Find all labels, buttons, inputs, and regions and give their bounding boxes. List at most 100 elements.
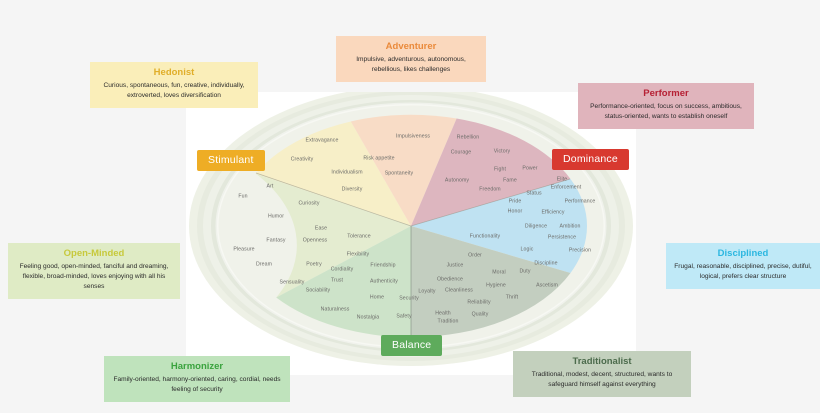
value-word: Extravagance <box>305 137 339 144</box>
value-word: Pride <box>508 198 522 205</box>
value-word: Honor <box>507 208 523 215</box>
value-word: Home <box>369 294 385 301</box>
value-word: Courage <box>450 149 472 156</box>
value-word: Quality <box>471 311 489 318</box>
value-word: Obedience <box>437 276 463 283</box>
value-word: Sociability <box>305 287 331 294</box>
sector-traditionalist <box>411 226 571 338</box>
card-open-minded-desc: Feeling good, open-minded, fanciful and … <box>19 262 169 290</box>
value-word: Duty <box>519 268 531 275</box>
card-adventurer-desc: Impulsive, adventurous, autonomous, rebe… <box>356 55 466 73</box>
value-word: Fame <box>503 177 517 184</box>
value-word: Functionality <box>469 233 501 240</box>
value-word: Risk appetite <box>363 155 395 162</box>
value-word: Spontaneity <box>384 170 414 177</box>
sector-performer <box>411 118 571 226</box>
card-hedonist-desc: Curious, spontaneous, fun, creative, ind… <box>103 81 245 99</box>
value-word: Security <box>399 295 419 302</box>
card-performer-title: Performer <box>643 88 689 99</box>
value-word: Diversity <box>341 186 363 193</box>
card-traditionalist-title: Traditionalist <box>572 356 632 367</box>
value-word: Authenticity <box>369 278 399 285</box>
card-performer-desc: Performance-oriented, focus on success, … <box>590 102 742 120</box>
card-harmonizer-desc: Family-oriented, harmony-oriented, carin… <box>113 375 281 393</box>
value-word: Performance <box>564 198 596 205</box>
value-word: Flexibility <box>346 251 370 258</box>
value-word: Impulsiveness <box>395 133 431 140</box>
value-word: Sensuality <box>279 279 305 286</box>
value-word: Creativity <box>290 156 314 163</box>
card-open-minded[interactable]: Open-Minded Feeling good, open-minded, f… <box>8 243 180 299</box>
value-word: Loyalty <box>418 288 436 295</box>
card-harmonizer-title: Harmonizer <box>170 361 224 372</box>
card-disciplined-desc: Frugal, reasonable, disciplined, precise… <box>674 262 812 280</box>
value-word: Poetry <box>306 261 322 268</box>
value-word: Status <box>526 190 542 197</box>
value-word: Justice <box>446 262 464 269</box>
value-word: Nostalgia <box>356 314 380 321</box>
wheel-label-stimulant[interactable]: Stimulant <box>197 150 265 171</box>
value-wheel <box>186 92 636 375</box>
card-adventurer-title: Adventurer <box>385 41 437 52</box>
card-open-minded-title: Open-Minded <box>63 248 125 259</box>
value-word: Moral <box>492 269 506 276</box>
value-word: Ascetism <box>536 282 558 289</box>
value-word: Pleasure <box>233 246 255 253</box>
value-word: Cordiality <box>330 266 354 273</box>
value-word: Rebellion <box>456 134 480 141</box>
value-word: Autonomy <box>444 177 470 184</box>
value-word: Elite <box>556 176 568 183</box>
card-disciplined[interactable]: Disciplined Frugal, reasonable, discipli… <box>666 243 820 289</box>
value-word: Ambition <box>559 223 581 230</box>
value-word: Freedom <box>479 186 501 193</box>
value-word: Ease <box>314 225 328 232</box>
value-word: Dream <box>255 261 273 268</box>
value-word: Trust <box>330 277 344 284</box>
value-word: Safety <box>396 313 412 320</box>
value-word: Logic <box>520 246 534 253</box>
value-wheel-svg <box>189 92 633 366</box>
wheel-label-dominance[interactable]: Dominance <box>552 149 629 170</box>
card-performer[interactable]: Performer Performance-oriented, focus on… <box>578 83 754 129</box>
value-word: Cleanliness <box>445 287 473 294</box>
wheel-sectors <box>255 114 587 338</box>
card-traditionalist-desc: Traditional, modest, decent, structured,… <box>531 370 673 388</box>
value-word: Diligence <box>524 223 548 230</box>
value-word: Victory <box>493 148 511 155</box>
value-word: Thrift <box>505 294 519 301</box>
card-traditionalist[interactable]: Traditionalist Traditional, modest, dece… <box>513 351 691 397</box>
value-word: Hygiene <box>486 282 506 289</box>
value-word: Efficiency <box>541 209 565 216</box>
value-word: Order <box>468 252 482 259</box>
value-word: Enforcement <box>550 184 582 191</box>
value-word: Individualism <box>331 169 363 176</box>
sector-hedonist <box>255 121 411 226</box>
value-word: Precision <box>568 247 592 254</box>
value-word: Discipline <box>534 260 558 267</box>
value-word: Persistence <box>547 234 577 241</box>
value-word: Fight <box>493 166 507 173</box>
card-disciplined-title: Disciplined <box>717 248 769 259</box>
sector-open-minded <box>255 173 411 298</box>
value-word: Friendship <box>370 262 396 269</box>
value-word: Humor <box>267 213 285 220</box>
value-word: Tolerance <box>347 233 371 240</box>
value-word: Fun <box>238 193 248 200</box>
value-word: Tradition <box>437 318 459 325</box>
value-word: Health <box>435 310 451 317</box>
value-word: Power <box>522 165 538 172</box>
value-word: Reliability <box>467 299 491 306</box>
value-word: Openness <box>302 237 328 244</box>
card-adventurer[interactable]: Adventurer Impulsive, adventurous, auton… <box>336 36 486 82</box>
wheel-label-balance[interactable]: Balance <box>381 335 443 356</box>
sector-adventurer <box>350 114 457 226</box>
wheel-divider-lines <box>255 172 571 227</box>
sector-disciplined <box>411 178 587 274</box>
card-harmonizer[interactable]: Harmonizer Family-oriented, harmony-orie… <box>104 356 290 402</box>
card-hedonist[interactable]: Hedonist Curious, spontaneous, fun, crea… <box>90 62 258 108</box>
value-word: Naturalness <box>320 306 350 313</box>
value-word: Fantasy <box>266 237 286 244</box>
sector-harmonizer <box>276 226 411 338</box>
card-hedonist-title: Hedonist <box>153 67 195 78</box>
